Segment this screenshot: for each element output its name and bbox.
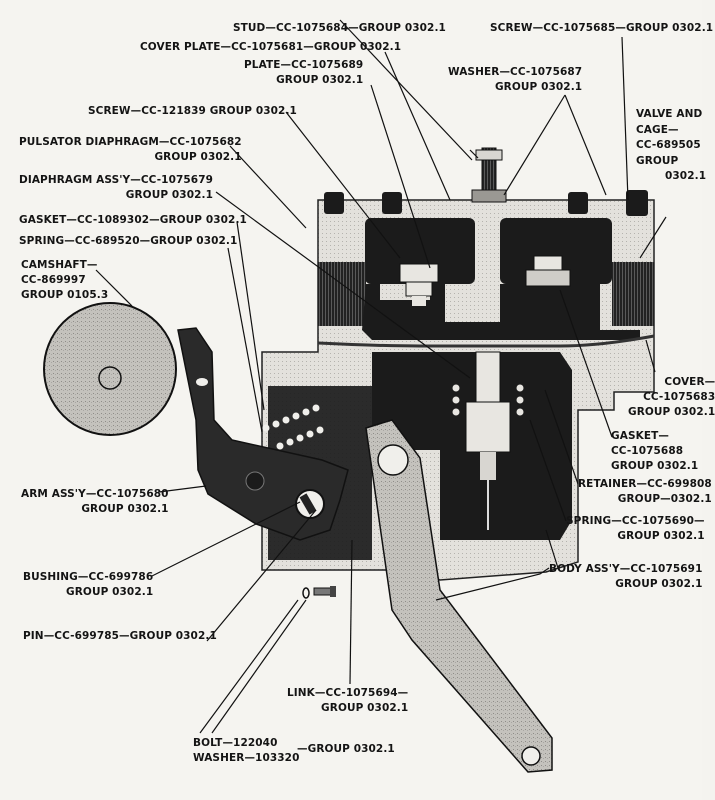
stud [471, 147, 507, 203]
callout-spring-left: SPRING—CC-689520—GROUP 0302.1 [19, 235, 238, 247]
callout-link: LINK—CC-1075694— GROUP 0302.1 [287, 687, 409, 714]
callout-screw-top: SCREW—CC-1075685—GROUP 0302.1 [490, 22, 714, 34]
callout-valve-cage: VALVE AND CAGE— CC-689505 GROUP 0302.1 [636, 108, 707, 182]
callout-diaphragm-assy: DIAPHRAGM ASS'Y—CC-1075679 GROUP 0302.1 [19, 174, 214, 201]
callout-bolt-washer-group: —GROUP 0302.1 [297, 743, 395, 755]
rocker-arm [177, 327, 349, 541]
callout-cover-right: COVER— CC-1075683 GROUP 0302.1 [628, 376, 715, 418]
callout-gasket-right: GASKET— CC-1075688 GROUP 0302.1 [611, 430, 699, 472]
bolt-washer-parts [302, 586, 336, 599]
arm-spring [262, 404, 324, 450]
callout-cover-plate: COVER PLATE—CC-1075681—GROUP 0302.1 [140, 41, 402, 53]
camshaft-disc [43, 302, 177, 436]
leader-lines [95, 19, 667, 734]
top-screws [324, 190, 648, 216]
callout-arm-assy: ARM ASS'Y—CC-1075680 GROUP 0302.1 [21, 488, 169, 515]
callout-bolt-washer: BOLT—122040 WASHER—103320 [193, 737, 300, 764]
callout-washer-top: WASHER—CC-1075687 GROUP 0302.1 [448, 66, 583, 93]
callout-stud: STUD—CC-1075684—GROUP 0302.1 [233, 22, 446, 34]
link-lever [365, 419, 553, 773]
callout-pin: PIN—CC-699785—GROUP 0302.1 [23, 630, 217, 642]
callout-bushing: BUSHING—CC-699786 GROUP 0302.1 [23, 571, 154, 598]
callout-screw-left: SCREW—CC-121839 GROUP 0302.1 [88, 105, 297, 117]
pump-body [261, 199, 655, 581]
callout-pulsator-diaphragm: PULSATOR DIAPHRAGM—CC-1075682 GROUP 0302… [19, 136, 242, 163]
callout-body-assy: BODY ASS'Y—CC-1075691 GROUP 0302.1 [549, 563, 703, 590]
callout-plate: PLATE—CC-1075689 GROUP 0302.1 [244, 59, 364, 86]
callout-camshaft: CAMSHAFT— CC-869997 GROUP 0105.3 [21, 259, 109, 301]
callout-gasket-left: GASKET—CC-1089302—GROUP 0302.1 [19, 214, 247, 226]
callout-retainer: RETAINER—CC-699808 GROUP—0302.1 [578, 478, 712, 505]
callout-spring-right: SPRING—CC-1075690— GROUP 0302.1 [566, 515, 705, 542]
